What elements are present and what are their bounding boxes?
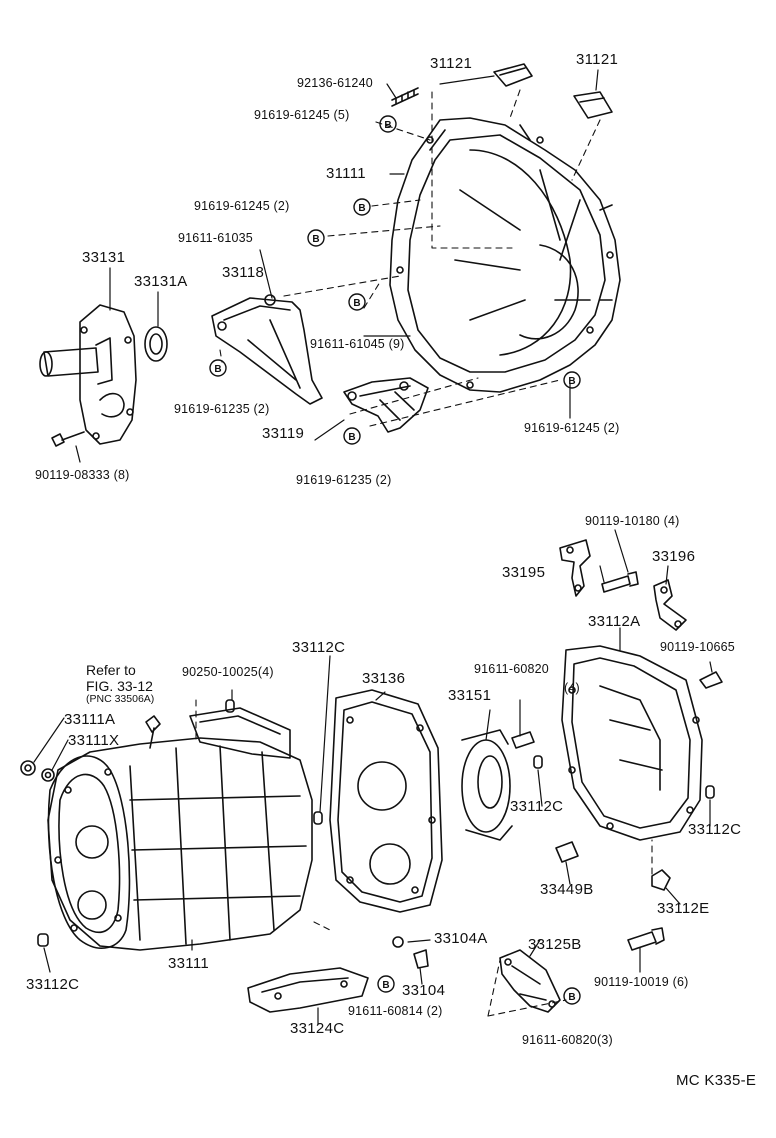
bracket-33125b: [499, 949, 561, 1013]
label-91619-61245-2b: 91619-61245 (2): [524, 421, 620, 435]
label-33104: 33104: [402, 982, 446, 999]
bolt-symbol-6: B: [568, 376, 575, 387]
bolt-symbol-5: B: [214, 364, 221, 375]
label-91611-60814-2: 91611-60814 (2): [348, 1004, 443, 1018]
label-33118: 33118: [222, 264, 265, 281]
intermediate-plate-33136: [329, 689, 443, 913]
cover-33124c: [247, 967, 369, 1013]
transmission-case-33111: [47, 707, 313, 951]
reference-line-2: FIG. 33-12: [86, 678, 153, 694]
label-33111: 33111: [168, 955, 209, 972]
label-33131: 33131: [82, 249, 126, 266]
label-90119-10019-6: 90119-10019 (6): [594, 975, 689, 989]
plug-33112e: [651, 869, 671, 891]
label-33111a: 33111A: [64, 711, 116, 728]
oil-seal-33131a: [144, 326, 168, 362]
label-90250-10025-4: 90250-10025(4): [182, 665, 274, 679]
lock-plate-33196: [653, 579, 687, 631]
label-33112a: 33112A: [588, 613, 641, 630]
label-33112c-top: 33112C: [292, 639, 346, 656]
bracket-33119: [343, 377, 429, 433]
nuts-33111a-33111x: [20, 715, 161, 782]
label-33136: 33136: [362, 670, 406, 687]
label-91619-61235-2b: 91619-61235 (2): [296, 473, 392, 487]
reference-line-3: (PNC 33506A): [86, 693, 155, 705]
alignment-lines: [195, 89, 653, 1017]
pad-31121-a: [493, 63, 533, 87]
bolt-symbol-1: B: [384, 120, 391, 131]
stud-92136-61240: [391, 87, 419, 107]
label-33196: 33196: [652, 548, 696, 565]
label-33151: 33151: [448, 687, 492, 704]
plug-33449b: [555, 841, 579, 863]
label-90119-08333-8: 90119-08333 (8): [35, 468, 130, 482]
label-33112c-left: 33112C: [26, 976, 80, 993]
label-91611-60820-qty: (4): [564, 681, 580, 695]
label-91619-61245-2a: 91619-61245 (2): [194, 199, 290, 213]
bolt-symbol-3: B: [312, 234, 319, 245]
label-33449b: 33449B: [540, 881, 594, 898]
bolt-symbol-8: B: [382, 980, 389, 991]
clutch-housing-31111: [389, 117, 621, 393]
label-33112e: 33112E: [657, 900, 710, 917]
label-33124c: 33124C: [290, 1020, 345, 1037]
label-33111x: 33111X: [68, 732, 120, 749]
label-91611-61035: 91611-61035: [178, 231, 253, 245]
label-31111: 31111: [326, 165, 366, 182]
extension-housing-33112a: [561, 645, 703, 841]
bolt-symbol-9: B: [568, 992, 575, 1003]
label-33119: 33119: [262, 425, 305, 442]
reference-line-1: Refer to: [86, 662, 136, 678]
label-31121-b: 31121: [576, 51, 619, 68]
label-33125b: 33125B: [528, 936, 582, 953]
bolt-symbol-2: B: [358, 203, 365, 214]
bolt-90119-10665: [699, 671, 723, 689]
label-33195: 33195: [502, 564, 546, 581]
leader-lines: [33, 69, 713, 1025]
bolt-symbol-circles: [209, 115, 581, 1005]
label-91611-60820: 91611-60820: [474, 662, 549, 676]
bolt-90119-10180: [601, 571, 639, 593]
bolt-90119-10019: [627, 927, 665, 951]
bolt-symbol-7: B: [348, 432, 355, 443]
label-92136-61240: 92136-61240: [297, 76, 373, 90]
label-33104a: 33104A: [434, 930, 488, 947]
bolt-symbol-letters: B B B B B B B B B: [214, 120, 575, 1003]
label-91611-60820-3: 91611-60820(3): [522, 1033, 613, 1047]
bracket-33118: [211, 294, 323, 405]
label-31121-a: 31121: [430, 55, 473, 72]
bearing-retainer-33151: [461, 729, 513, 841]
label-90119-10180-4: 90119-10180 (4): [585, 514, 680, 528]
label-33112c-right: 33112C: [688, 821, 742, 838]
label-91611-61045-9: 91611-61045 (9): [310, 337, 405, 351]
bolt-symbol-4: B: [353, 298, 360, 309]
pad-31121-b: [573, 91, 613, 119]
label-33131a: 33131A: [134, 273, 188, 290]
label-91619-61235-2a: 91619-61235 (2): [174, 402, 270, 416]
plug-33104: [392, 936, 429, 969]
diagram-code: MC K335-E: [676, 1072, 757, 1089]
label-90119-10665: 90119-10665: [660, 640, 735, 654]
bolt-91611-60820: [511, 731, 535, 749]
bolt-90119-08333: [51, 431, 85, 447]
dowel-pins: [37, 699, 715, 947]
label-33112c-mid: 33112C: [510, 798, 564, 815]
label-91619-61245-5: 91619-61245 (5): [254, 108, 350, 122]
retainer-33131: [39, 304, 137, 445]
lock-plate-33195: [559, 539, 591, 597]
